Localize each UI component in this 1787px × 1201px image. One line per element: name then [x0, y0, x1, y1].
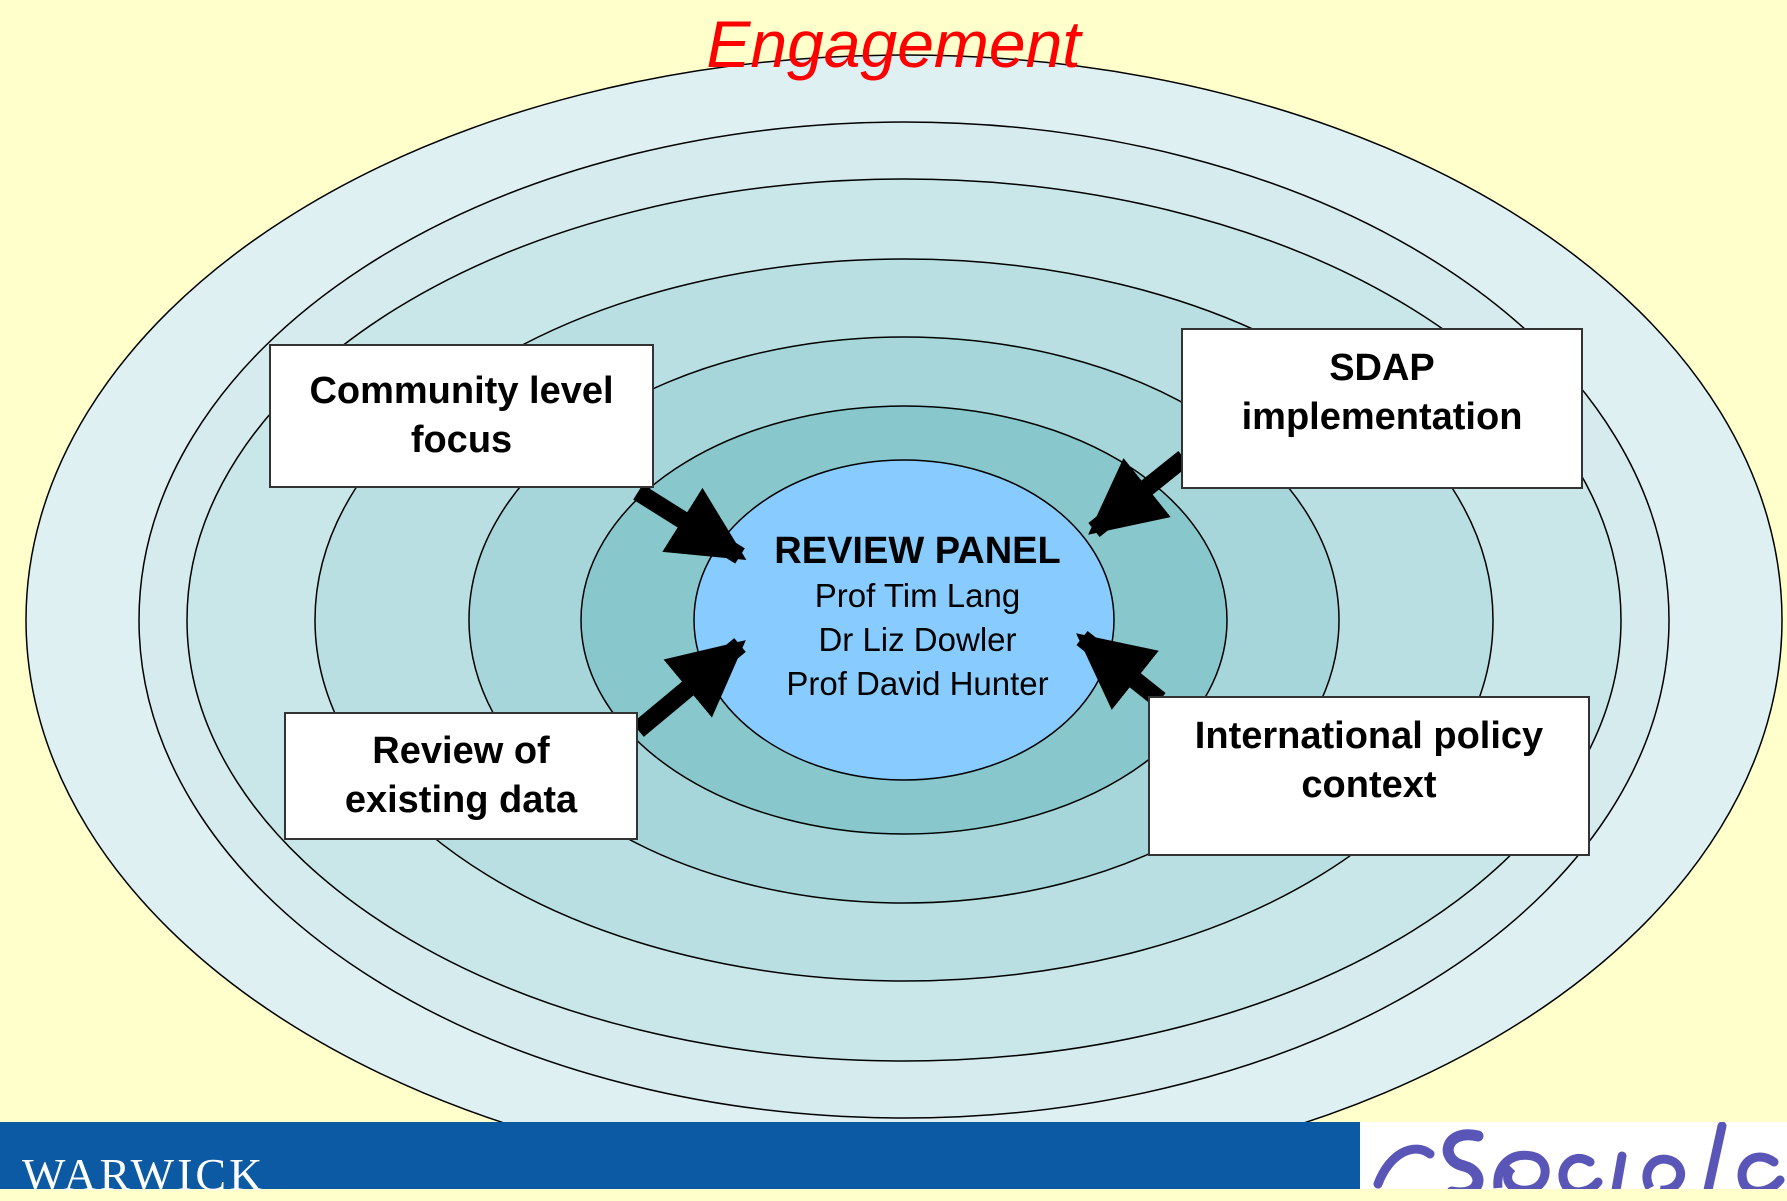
arrow-sdap-to-panel	[1088, 450, 1190, 538]
sdap-implementation-box: SDAP implementation	[1181, 328, 1583, 489]
sociology-logo	[1360, 1122, 1787, 1189]
review-data-line-2: existing data	[344, 779, 578, 821]
international-policy-box: International policy context	[1148, 696, 1590, 856]
review-panel-ellipse	[693, 459, 1115, 781]
arrow-review-data-to-panel	[632, 638, 746, 737]
panel-member-1: Prof Tim Lang	[814, 577, 1021, 614]
footer-brand-band	[0, 1122, 1360, 1189]
review-data-line-1: Review of	[372, 729, 550, 772]
sdap-line-2: implementation	[1241, 396, 1523, 439]
community-focus-line-2: focus	[410, 419, 513, 461]
warwick-logo: WARWICK	[22, 1149, 266, 1200]
panel-member-2: Dr Liz Dowler	[818, 621, 1017, 658]
review-existing-data-box: Review of existing data	[284, 712, 638, 840]
community-focus-line-1: Community level	[309, 369, 614, 412]
arrow-community-to-panel	[633, 484, 747, 564]
sdap-line-1: SDAP	[1329, 347, 1435, 389]
review-panel-center: REVIEW PANEL Prof Tim Lang Dr Liz Dowler…	[700, 528, 1135, 706]
international-policy-line-1: International policy	[1194, 715, 1544, 757]
arrow-international-to-panel	[1076, 630, 1166, 710]
community-focus-box: Community level focus	[269, 344, 654, 488]
review-panel-title: REVIEW PANEL	[774, 530, 1061, 572]
diagram-title: Engagement	[706, 7, 1081, 81]
international-policy-line-2: context	[1301, 764, 1437, 807]
panel-member-3: Prof David Hunter	[786, 665, 1049, 702]
